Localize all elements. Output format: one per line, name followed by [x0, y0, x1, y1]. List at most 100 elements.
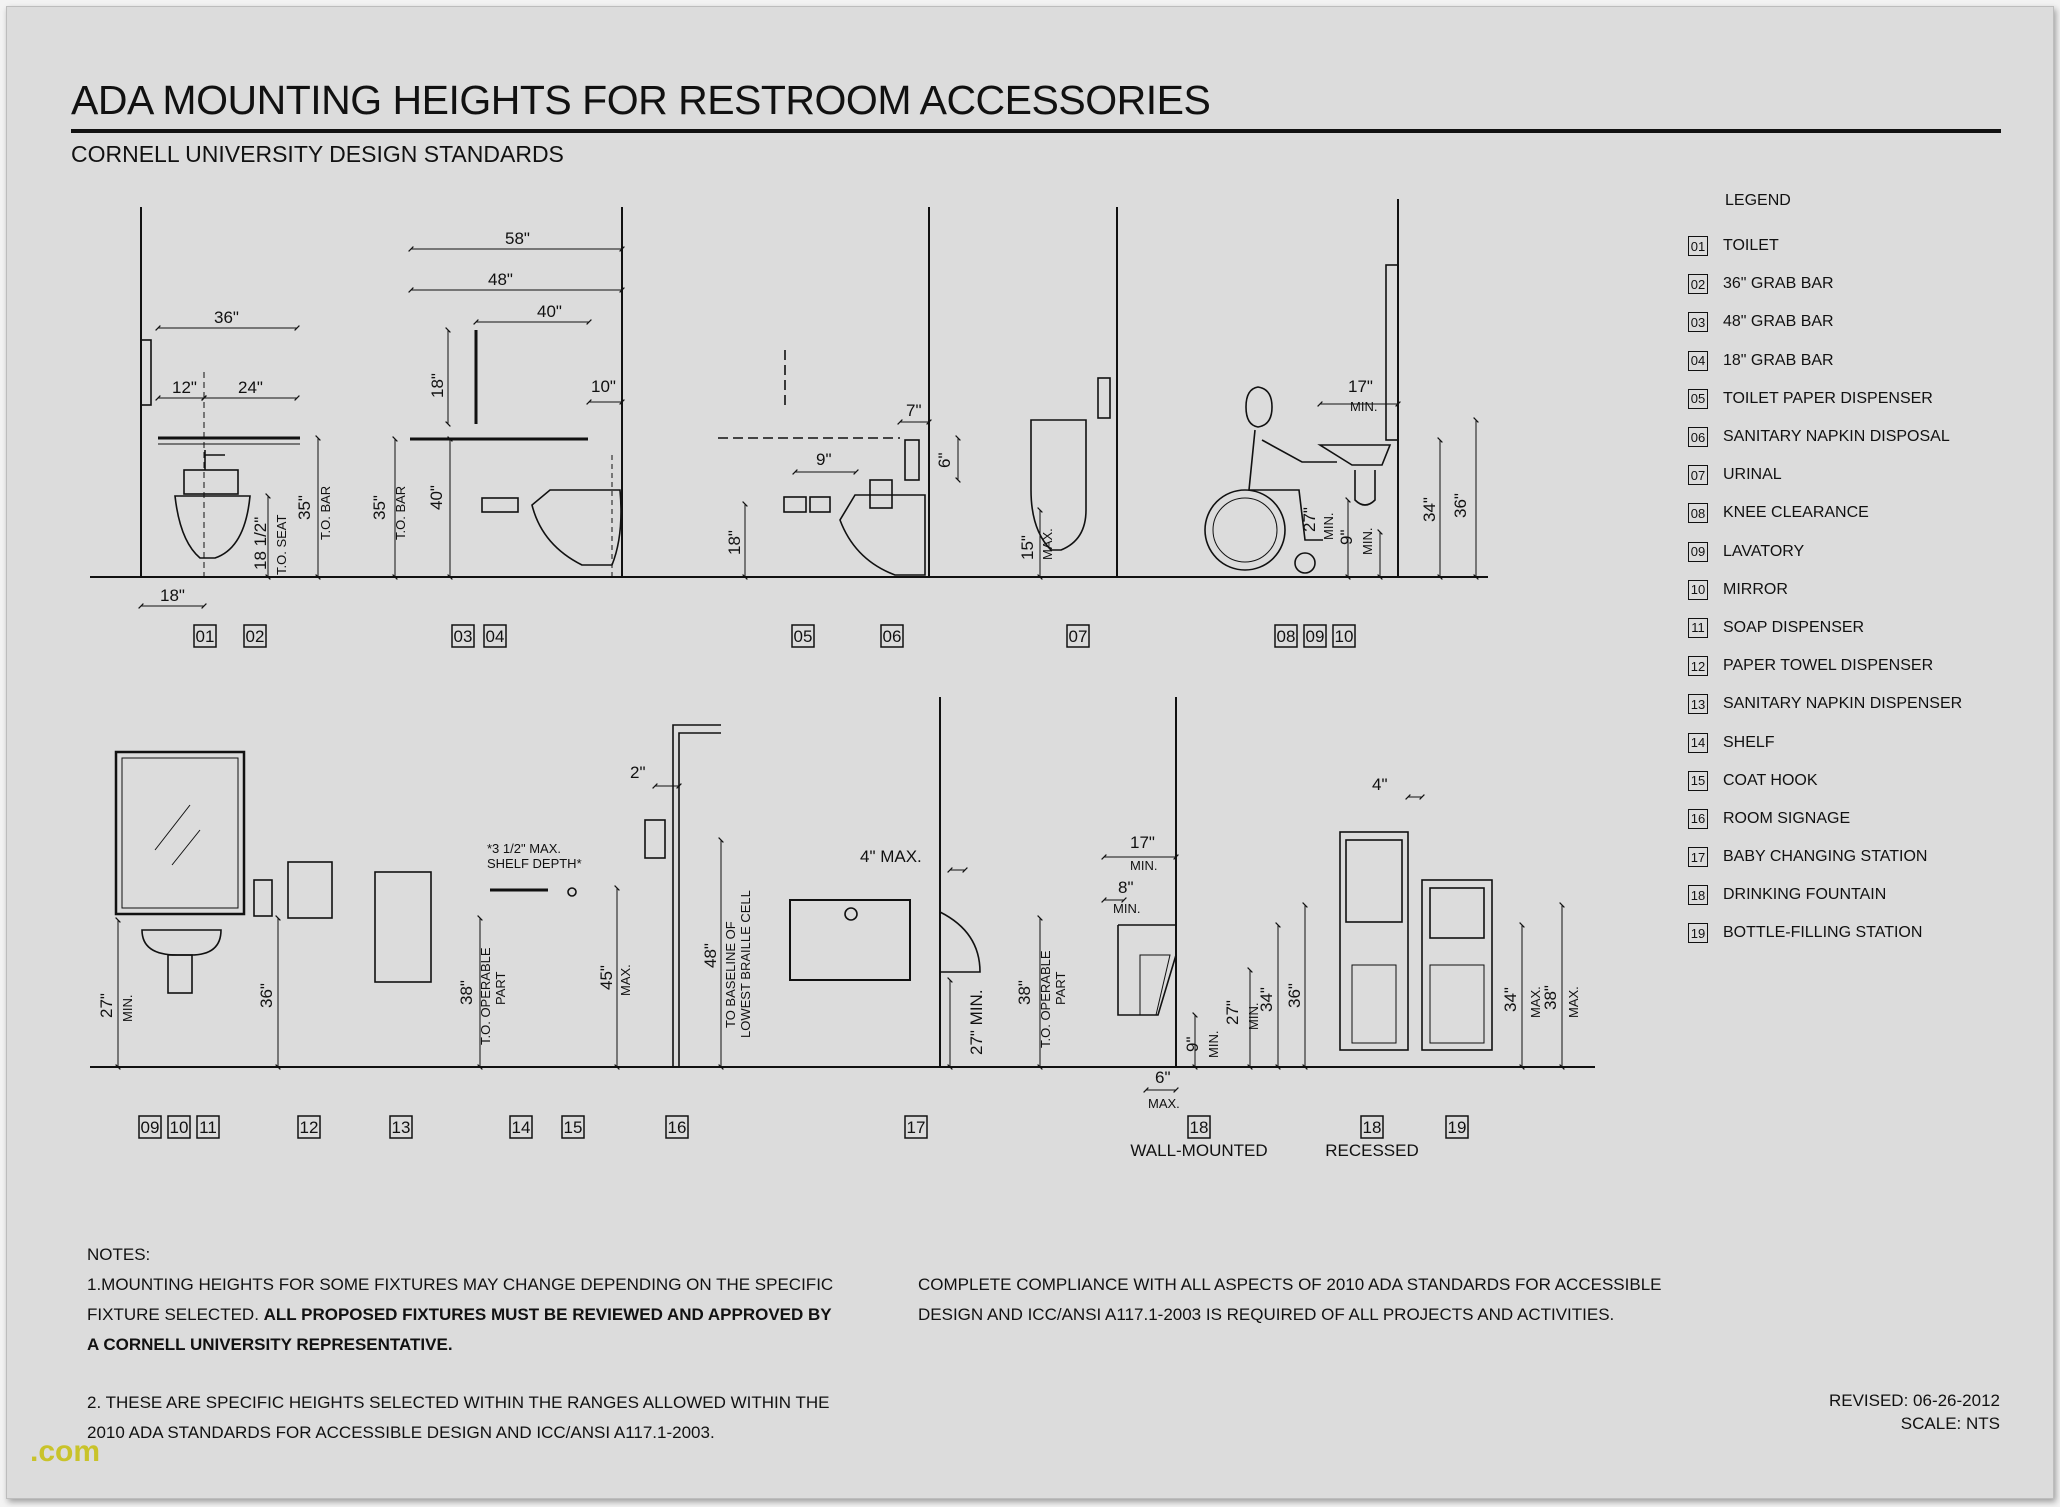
dim-4: 4" — [1372, 775, 1388, 794]
legend-item: 04 18" GRAB BAR — [1688, 342, 1962, 380]
legend-item-number: 09 — [1688, 541, 1708, 562]
legend-item-number: 08 — [1688, 503, 1708, 524]
dim-27-wall: 27" — [1223, 1000, 1242, 1025]
dim-38-recessed: 38" — [1541, 985, 1560, 1010]
dim-35-b: 35" — [370, 495, 389, 520]
label-to-bar-a: T.O. BAR — [318, 486, 333, 540]
legend-item-number: 12 — [1688, 656, 1708, 677]
title-rule — [71, 129, 2001, 133]
tag-18-recessed: 18 — [1363, 1118, 1382, 1137]
legend-item-label: COAT HOOK — [1723, 771, 1818, 789]
legend-item-label: 18" GRAB BAR — [1723, 351, 1834, 369]
legend-item: 15 COAT HOOK — [1688, 762, 1962, 800]
label-max-c: MAX. — [1528, 986, 1543, 1018]
legend-item-number: 10 — [1688, 579, 1708, 600]
legend-item-label: BOTTLE-FILLING STATION — [1723, 924, 1923, 942]
tag-02: 02 — [246, 627, 265, 646]
bottom-row-dimensions: 27" MIN. 36" *3 1/2" MAX. SHELF DEPTH* 3… — [97, 763, 1581, 1111]
label-max-b: MAX. — [1148, 1096, 1180, 1111]
notes-heading: NOTES: — [87, 1245, 151, 1264]
dim-45: 45" — [597, 965, 616, 990]
revision-block: REVISED: 06-26-2012 SCALE: NTS — [1829, 1389, 2000, 1435]
tag-05: 05 — [794, 627, 813, 646]
drawing-sheet: ADA MOUNTING HEIGHTS FOR RESTROOM ACCESS… — [6, 6, 2054, 1499]
legend-item-label: BABY CHANGING STATION — [1723, 848, 1928, 866]
dim-36: 36" — [214, 308, 239, 327]
caption-recessed: RECESSED — [1325, 1141, 1419, 1160]
legend-item-label: ROOM SIGNAGE — [1723, 809, 1851, 827]
label-to-bar-b: T.O. BAR — [393, 486, 408, 540]
dim-18-vertical: 18" — [428, 373, 447, 398]
dim-18-half: 18 1/2" — [251, 517, 270, 570]
label-to-operable-2: T.O. OPERABLE — [1038, 950, 1053, 1048]
tag-15: 15 — [564, 1118, 583, 1137]
dim-34-wall: 34" — [1257, 987, 1276, 1012]
label-min-3: MIN. — [1360, 528, 1375, 555]
dim-34: 34" — [1420, 497, 1439, 522]
tag-17: 17 — [907, 1118, 926, 1137]
watermark: .com — [30, 1435, 101, 1468]
tag-09-b: 09 — [141, 1118, 160, 1137]
dim-38-b: 38" — [1015, 980, 1034, 1005]
note-2-line-1: 2. THESE ARE SPECIFIC HEIGHTS SELECTED W… — [87, 1393, 830, 1412]
legend-item-label: DRINKING FOUNTAIN — [1723, 886, 1887, 904]
dim-27-min: 27" MIN. — [967, 989, 986, 1055]
legend-item-number: 06 — [1688, 427, 1708, 448]
label-min-c: MIN. — [1113, 901, 1140, 916]
legend-item-number: 15 — [1688, 770, 1708, 791]
notes-block: NOTES: 1.MOUNTING HEIGHTS FOR SOME FIXTU… — [87, 1240, 833, 1448]
compliance-line-1: COMPLETE COMPLIANCE WITH ALL ASPECTS OF … — [918, 1275, 1662, 1294]
dim-40-height: 40" — [427, 485, 446, 510]
tag-16: 16 — [668, 1118, 687, 1137]
legend-item-number: 04 — [1688, 350, 1708, 371]
page-subtitle: CORNELL UNIVERSITY DESIGN STANDARDS — [71, 141, 564, 167]
label-min-b: MIN. — [1130, 858, 1157, 873]
top-row-linework — [90, 199, 1488, 578]
legend-item-label: TOILET PAPER DISPENSER — [1723, 389, 1933, 407]
legend-item-label: URINAL — [1723, 466, 1782, 484]
dim-18: 18" — [160, 586, 185, 605]
note-1-line-2: FIXTURE SELECTED. ALL PROPOSED FIXTURES … — [87, 1300, 833, 1330]
label-part-1: PART — [493, 971, 508, 1005]
tag-13: 13 — [392, 1118, 411, 1137]
dim-12: 12" — [172, 378, 197, 397]
legend-item-label: SANITARY NAPKIN DISPENSER — [1723, 695, 1963, 713]
dim-24: 24" — [238, 378, 263, 397]
legend-item-number: 03 — [1688, 312, 1708, 333]
compliance-note: COMPLETE COMPLIANCE WITH ALL ASPECTS OF … — [918, 1270, 1661, 1330]
legend-item-number: 18 — [1688, 885, 1708, 906]
scale-label: SCALE: NTS — [1900, 1414, 2000, 1433]
dim-40-width: 40" — [537, 302, 562, 321]
note-1-line-1: 1.MOUNTING HEIGHTS FOR SOME FIXTURES MAY… — [87, 1275, 834, 1294]
dim-48-sign: 48" — [701, 943, 720, 968]
legend-item-number: 11 — [1688, 617, 1708, 638]
dim-9-b: 9" — [1337, 530, 1356, 546]
tag-10-b: 10 — [170, 1118, 189, 1137]
dim-17-wall: 17" — [1130, 833, 1155, 852]
shelf-note-1: *3 1/2" MAX. — [487, 841, 561, 856]
dim-9: 9" — [816, 450, 832, 469]
dim-34-recessed: 34" — [1501, 987, 1520, 1012]
legend-item-number: 07 — [1688, 465, 1708, 486]
dim-36-wall: 36" — [1285, 983, 1304, 1008]
tag-08: 08 — [1277, 627, 1296, 646]
label-to-operable-1: T.O. OPERABLE — [478, 947, 493, 1045]
legend-title: LEGEND — [1725, 192, 1791, 209]
label-max-a: MAX. — [618, 964, 633, 996]
note-1-line-3-text: A CORNELL UNIVERSITY REPRESENTATIVE. — [87, 1335, 453, 1354]
note-1-line-2b: ALL PROPOSED FIXTURES MUST BE REVIEWED A… — [263, 1305, 832, 1324]
dim-35-a: 35" — [295, 495, 314, 520]
label-to-seat: T.O. SEAT — [274, 515, 289, 575]
revised-date: REVISED: 06-26-2012 — [1828, 1391, 2000, 1410]
